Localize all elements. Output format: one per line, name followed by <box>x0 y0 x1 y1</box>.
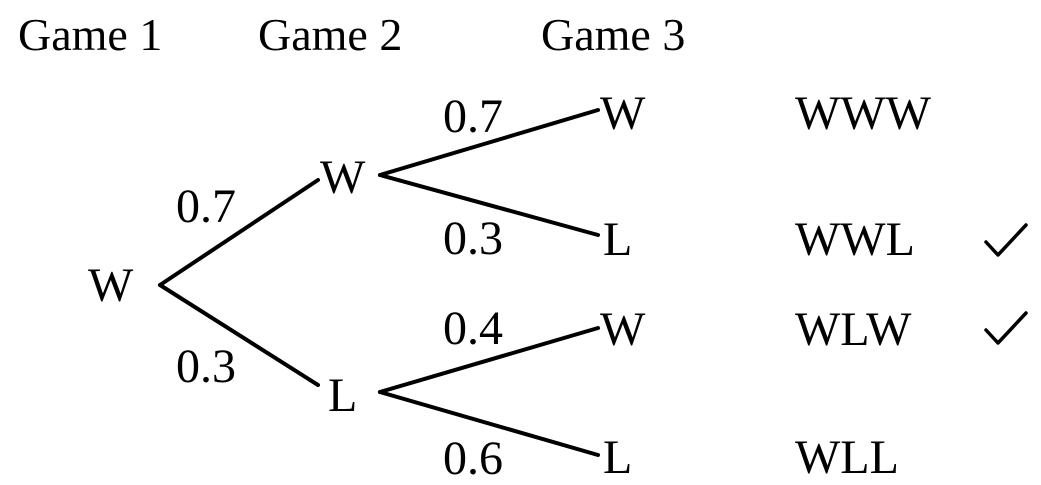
outcome-wll: WLL <box>795 431 899 484</box>
node-game3-ww: W <box>600 87 646 140</box>
edge-root-to-w <box>158 178 320 287</box>
check-icon <box>984 223 1028 257</box>
header-game-3: Game 3 <box>541 9 686 60</box>
prob-ll: 0.6 <box>443 432 503 485</box>
edge-w-to-l <box>378 173 600 237</box>
node-game3-wl: L <box>603 213 633 266</box>
prob-lw: 0.4 <box>443 302 503 355</box>
node-game3-lw: W <box>600 303 646 356</box>
prob-root-w: 0.7 <box>176 180 236 233</box>
edge-w-to-w <box>378 108 600 177</box>
prob-ww: 0.7 <box>443 90 503 143</box>
outcome-wlw: WLW <box>795 303 912 356</box>
check-icon <box>984 311 1028 345</box>
node-game3-ll: L <box>603 431 633 484</box>
prob-wl: 0.3 <box>443 212 503 265</box>
node-game2-l: L <box>328 369 358 422</box>
header-game-2: Game 2 <box>258 9 403 60</box>
header-game-1: Game 1 <box>18 9 163 60</box>
edge-root-to-l <box>158 283 320 387</box>
edge-l-to-l <box>378 390 600 457</box>
node-root: W <box>88 259 134 312</box>
outcome-wwl: WWL <box>795 213 915 266</box>
node-game2-w: W <box>320 151 366 204</box>
prob-root-l: 0.3 <box>176 340 236 393</box>
outcome-www: WWW <box>795 87 931 140</box>
edge-l-to-w <box>378 326 600 394</box>
